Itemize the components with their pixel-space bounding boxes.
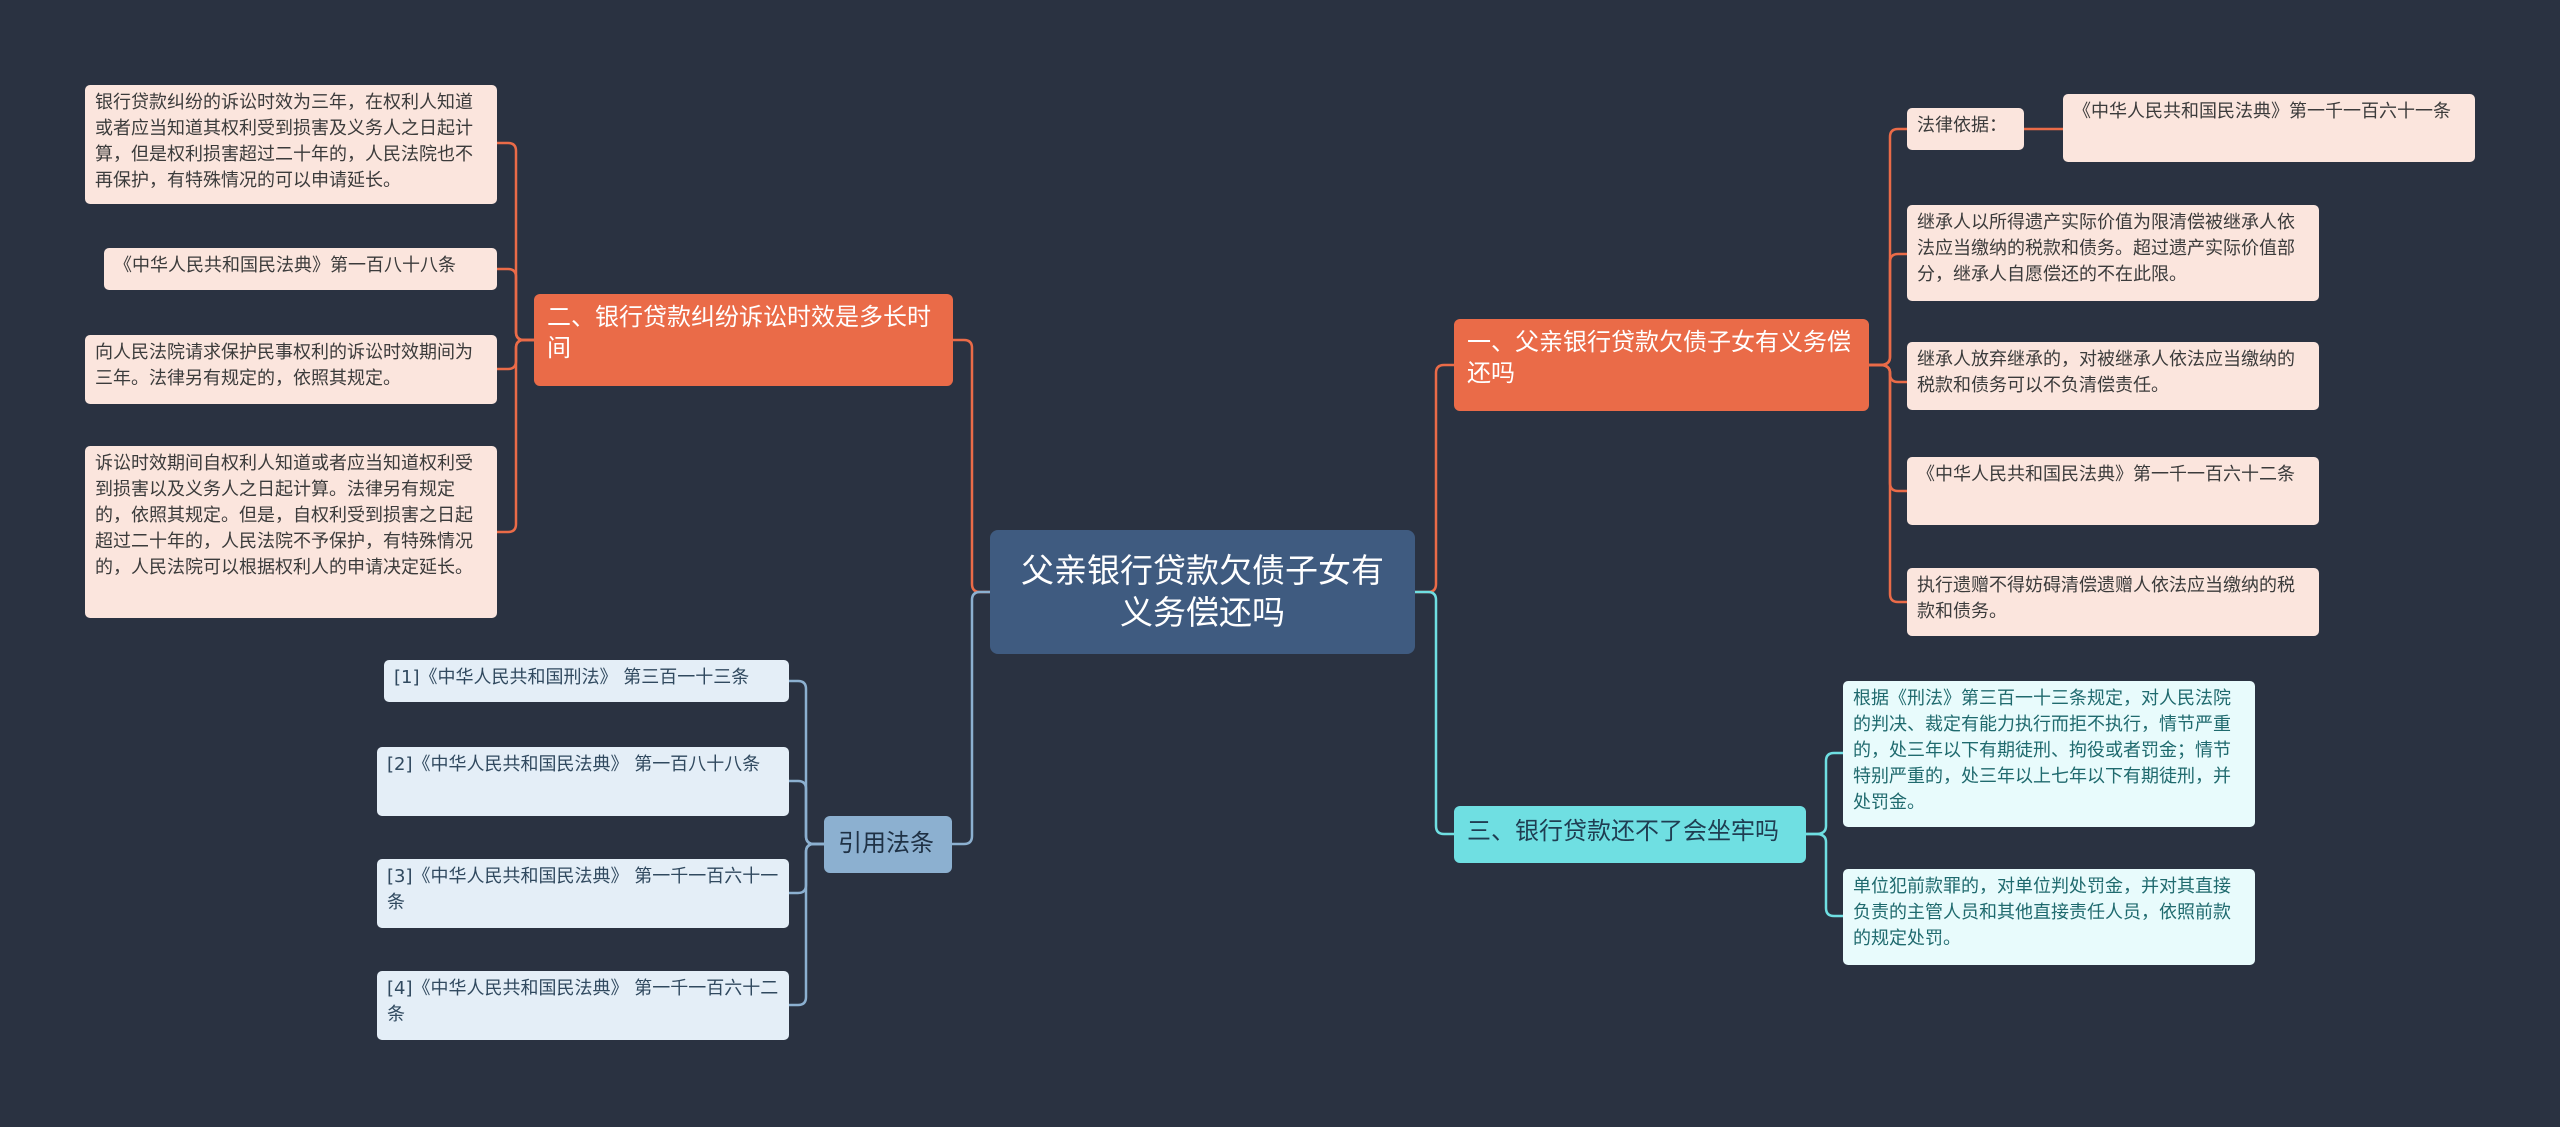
connector-branch-one-item-3: [1869, 363, 1907, 493]
connector-reference-2: [789, 779, 824, 846]
branch-one-item-2[interactable]: 继承人放弃继承的，对被继承人依法应当缴纳的税款和债务可以不负清偿责任。: [1907, 342, 2319, 410]
reference-item-1[interactable]: [1]《中华人民共和国刑法》 第三百一十三条: [384, 660, 789, 702]
reference-item-3[interactable]: [3]《中华人民共和国民法典》 第一千一百六十一条: [377, 859, 789, 928]
branch-two-item-3[interactable]: 向人民法院请求保护民事权利的诉讼时效期间为三年。法律另有规定的，依照其规定。: [85, 335, 497, 404]
connector-center-branch-three: [1415, 590, 1454, 836]
branch-three-item-1[interactable]: 根据《刑法》第三百一十三条规定，对人民法院的判决、裁定有能力执行而拒不执行，情节…: [1843, 681, 2255, 827]
central-topic[interactable]: 父亲银行贷款欠债子女有义务偿还吗: [990, 530, 1415, 654]
branch-one-item-1[interactable]: 继承人以所得遗产实际价值为限清偿被继承人依法应当缴纳的税款和债务。超过遗产实际价…: [1907, 205, 2319, 301]
branch-one-item-4[interactable]: 执行遗赠不得妨碍清偿遗赠人依法应当缴纳的税款和债务。: [1907, 568, 2319, 636]
legal-basis-article[interactable]: 《中华人民共和国民法典》第一千一百六十一条: [2063, 94, 2475, 162]
connector-branch-three-item-2: [1806, 832, 1843, 918]
connector-branch-two-item-2: [497, 267, 534, 342]
connector-reference-4: [789, 842, 824, 1007]
branch-three-topic[interactable]: 三、银行贷款还不了会坐牢吗: [1454, 806, 1806, 863]
branch-two-item-4[interactable]: 诉讼时效期间自权利人知道或者应当知道权利受到损害以及义务人之日起计算。法律另有规…: [85, 446, 497, 618]
legal-basis-label[interactable]: 法律依据：: [1907, 108, 2024, 150]
connector-branch-one-item-1: [1869, 252, 1907, 367]
reference-item-4[interactable]: [4]《中华人民共和国民法典》 第一千一百六十二条: [377, 971, 789, 1040]
references-topic[interactable]: 引用法条: [824, 816, 952, 873]
connector-branch-two-item-4: [497, 338, 534, 534]
connector-center-branch-two: [953, 338, 990, 594]
connector-branch-one-legal-basis: [1869, 127, 1907, 367]
connector-branch-three-item-1: [1806, 751, 1843, 836]
branch-one-item-3[interactable]: 《中华人民共和国民法典》第一千一百六十二条: [1907, 457, 2319, 525]
branch-two-item-2[interactable]: 《中华人民共和国民法典》第一百八十八条: [104, 248, 497, 290]
connector-branch-one-item-4: [1869, 363, 1907, 604]
branch-two-topic[interactable]: 二、银行贷款纠纷诉讼时效是多长时间: [534, 294, 953, 386]
connector-center-references: [952, 590, 990, 846]
branch-one-topic[interactable]: 一、父亲银行贷款欠债子女有义务偿还吗: [1454, 319, 1869, 411]
branch-two-item-1[interactable]: 银行贷款纠纷的诉讼时效为三年，在权利人知道或者应当知道其权利受到损害及义务人之日…: [85, 85, 497, 204]
connector-center-branch-one: [1415, 363, 1454, 594]
reference-item-2[interactable]: [2]《中华人民共和国民法典》 第一百八十八条: [377, 747, 789, 816]
branch-three-item-2[interactable]: 单位犯前款罪的，对单位判处罚金，并对其直接负责的主管人员和其他直接责任人员，依照…: [1843, 869, 2255, 965]
